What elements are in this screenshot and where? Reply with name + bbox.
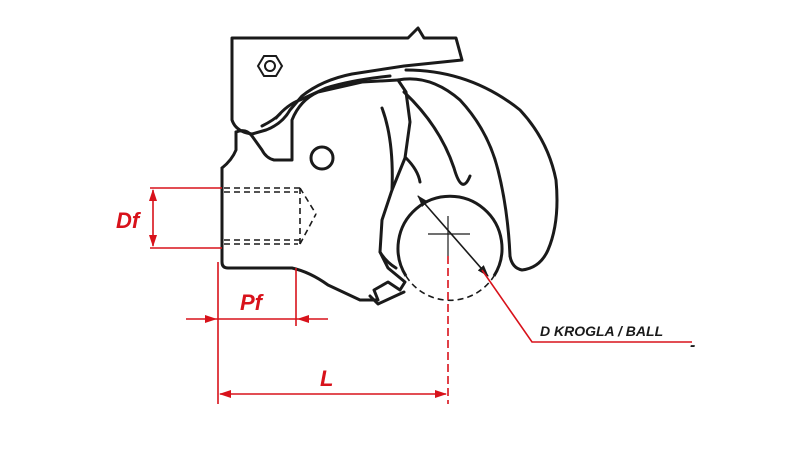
- trailing-mark: -: [690, 337, 695, 354]
- circle-hole-icon: [309, 145, 335, 171]
- ball-diameter-label: D KROGLA / BALL: [540, 323, 663, 339]
- threaded-bore-hidden: [224, 187, 317, 245]
- hook-jaw: [368, 68, 559, 306]
- l-label: L: [320, 366, 333, 391]
- locking-lever: [230, 26, 464, 136]
- dimension-lines: [149, 187, 692, 404]
- hex-nut-icon: [256, 55, 284, 77]
- hitch-body-outline: [220, 78, 412, 302]
- df-label: Df: [116, 208, 142, 233]
- pf-label: Pf: [240, 290, 265, 315]
- ball: [396, 194, 504, 302]
